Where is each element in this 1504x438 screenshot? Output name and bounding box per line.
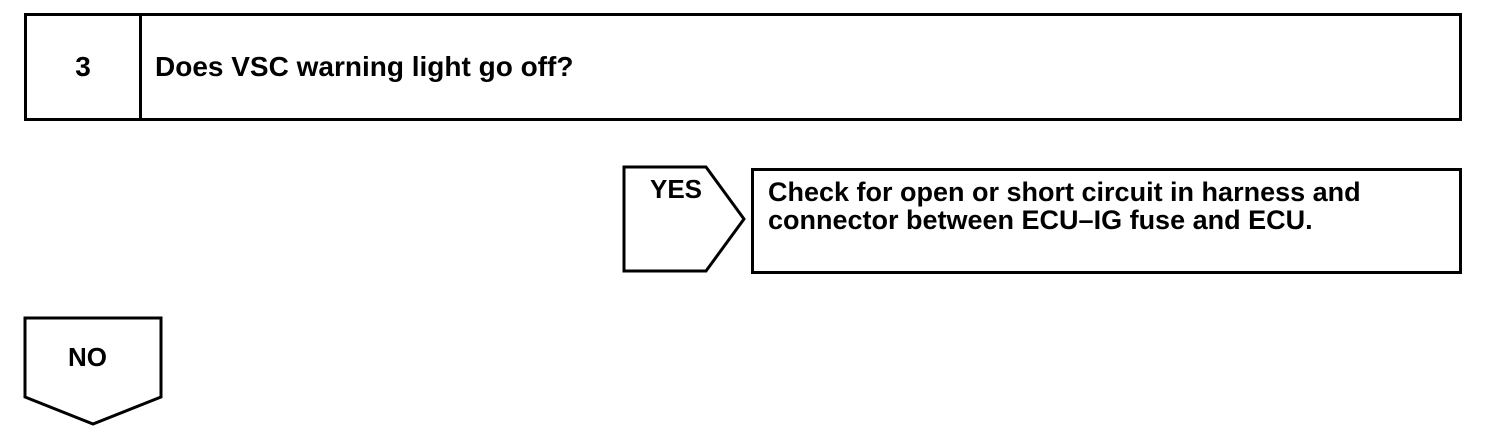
step-number: 3 [27,16,142,118]
yes-label: YES [650,174,703,204]
step-question: Does VSC warning light go off? [155,51,574,82]
yes-action-text: Check for open or short circuit in harne… [768,177,1361,235]
yes-action-box: Check for open or short circuit in harne… [751,168,1462,274]
no-label: NO [68,342,107,372]
step-box: 3 Does VSC warning light go off? [24,13,1462,121]
